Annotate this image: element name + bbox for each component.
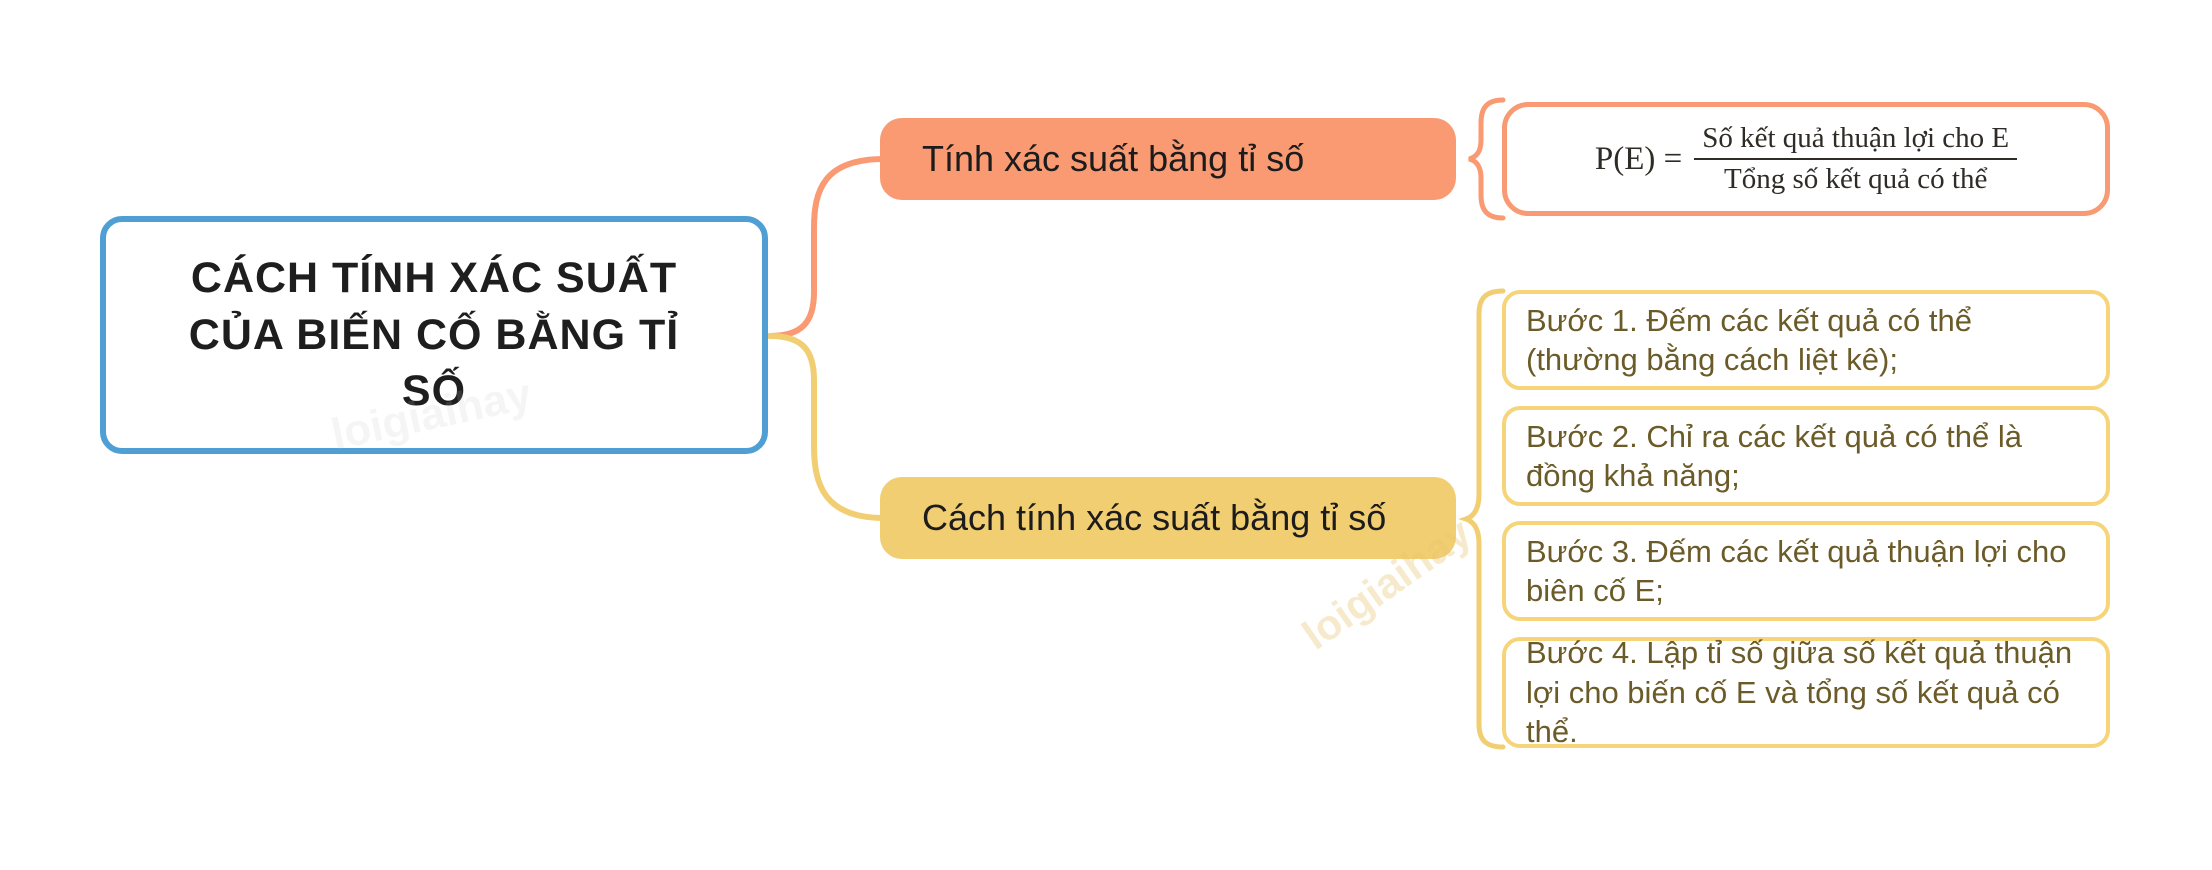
brace-orange bbox=[1468, 97, 1506, 221]
branch-node-method[interactable]: Cách tính xác suất bằng tỉ số bbox=[880, 477, 1456, 559]
formula-fraction: Số kết quả thuận lợi cho E Tổng số kết q… bbox=[1694, 122, 2018, 197]
branch-node-probability-by-ratio[interactable]: Tính xác suất bằng tỉ số bbox=[880, 118, 1456, 200]
step-label: Bước 3. Đếm các kết quả thuận lợi cho bi… bbox=[1526, 533, 2067, 608]
step-box-3[interactable]: Bước 3. Đếm các kết quả thuận lợi cho bi… bbox=[1502, 521, 2110, 621]
formula-lhs: P(E) = bbox=[1594, 140, 1683, 177]
step-label: Bước 4. Lập tỉ số giữa số kết quả thuận … bbox=[1526, 635, 2073, 750]
step-box-4[interactable]: Bước 4. Lập tỉ số giữa số kết quả thuận … bbox=[1502, 635, 2110, 749]
branch-node-label: Tính xác suất bằng tỉ số bbox=[922, 138, 1305, 179]
step-box-2[interactable]: Bước 2. Chỉ ra các kết quả có thể là đồn… bbox=[1502, 406, 2110, 506]
step-label: Bước 1. Đếm các kết quả có thể (thường b… bbox=[1526, 302, 1973, 377]
formula-numerator: Số kết quả thuận lợi cho E bbox=[1694, 122, 2018, 160]
connector-root-to-orange bbox=[767, 156, 887, 339]
formula-denominator: Tổng số kết quả có thể bbox=[1723, 163, 1988, 195]
formula-box[interactable]: P(E) = Số kết quả thuận lợi cho E Tổng s… bbox=[1502, 102, 2110, 216]
branch-node-label: Cách tính xác suất bằng tỉ số bbox=[922, 497, 1387, 538]
root-node-label: CÁCH TÍNH XÁC SUẤT CỦA BIẾN CỐ BẰNG TỈ S… bbox=[188, 253, 680, 416]
connector-root-to-yellow bbox=[767, 333, 887, 521]
brace-yellow bbox=[1458, 288, 1506, 750]
root-node[interactable]: CÁCH TÍNH XÁC SUẤT CỦA BIẾN CỐ BẰNG TỈ S… bbox=[100, 216, 768, 454]
step-box-1[interactable]: Bước 1. Đếm các kết quả có thể (thường b… bbox=[1502, 290, 2110, 390]
step-label: Bước 2. Chỉ ra các kết quả có thể là đồn… bbox=[1526, 418, 2022, 493]
